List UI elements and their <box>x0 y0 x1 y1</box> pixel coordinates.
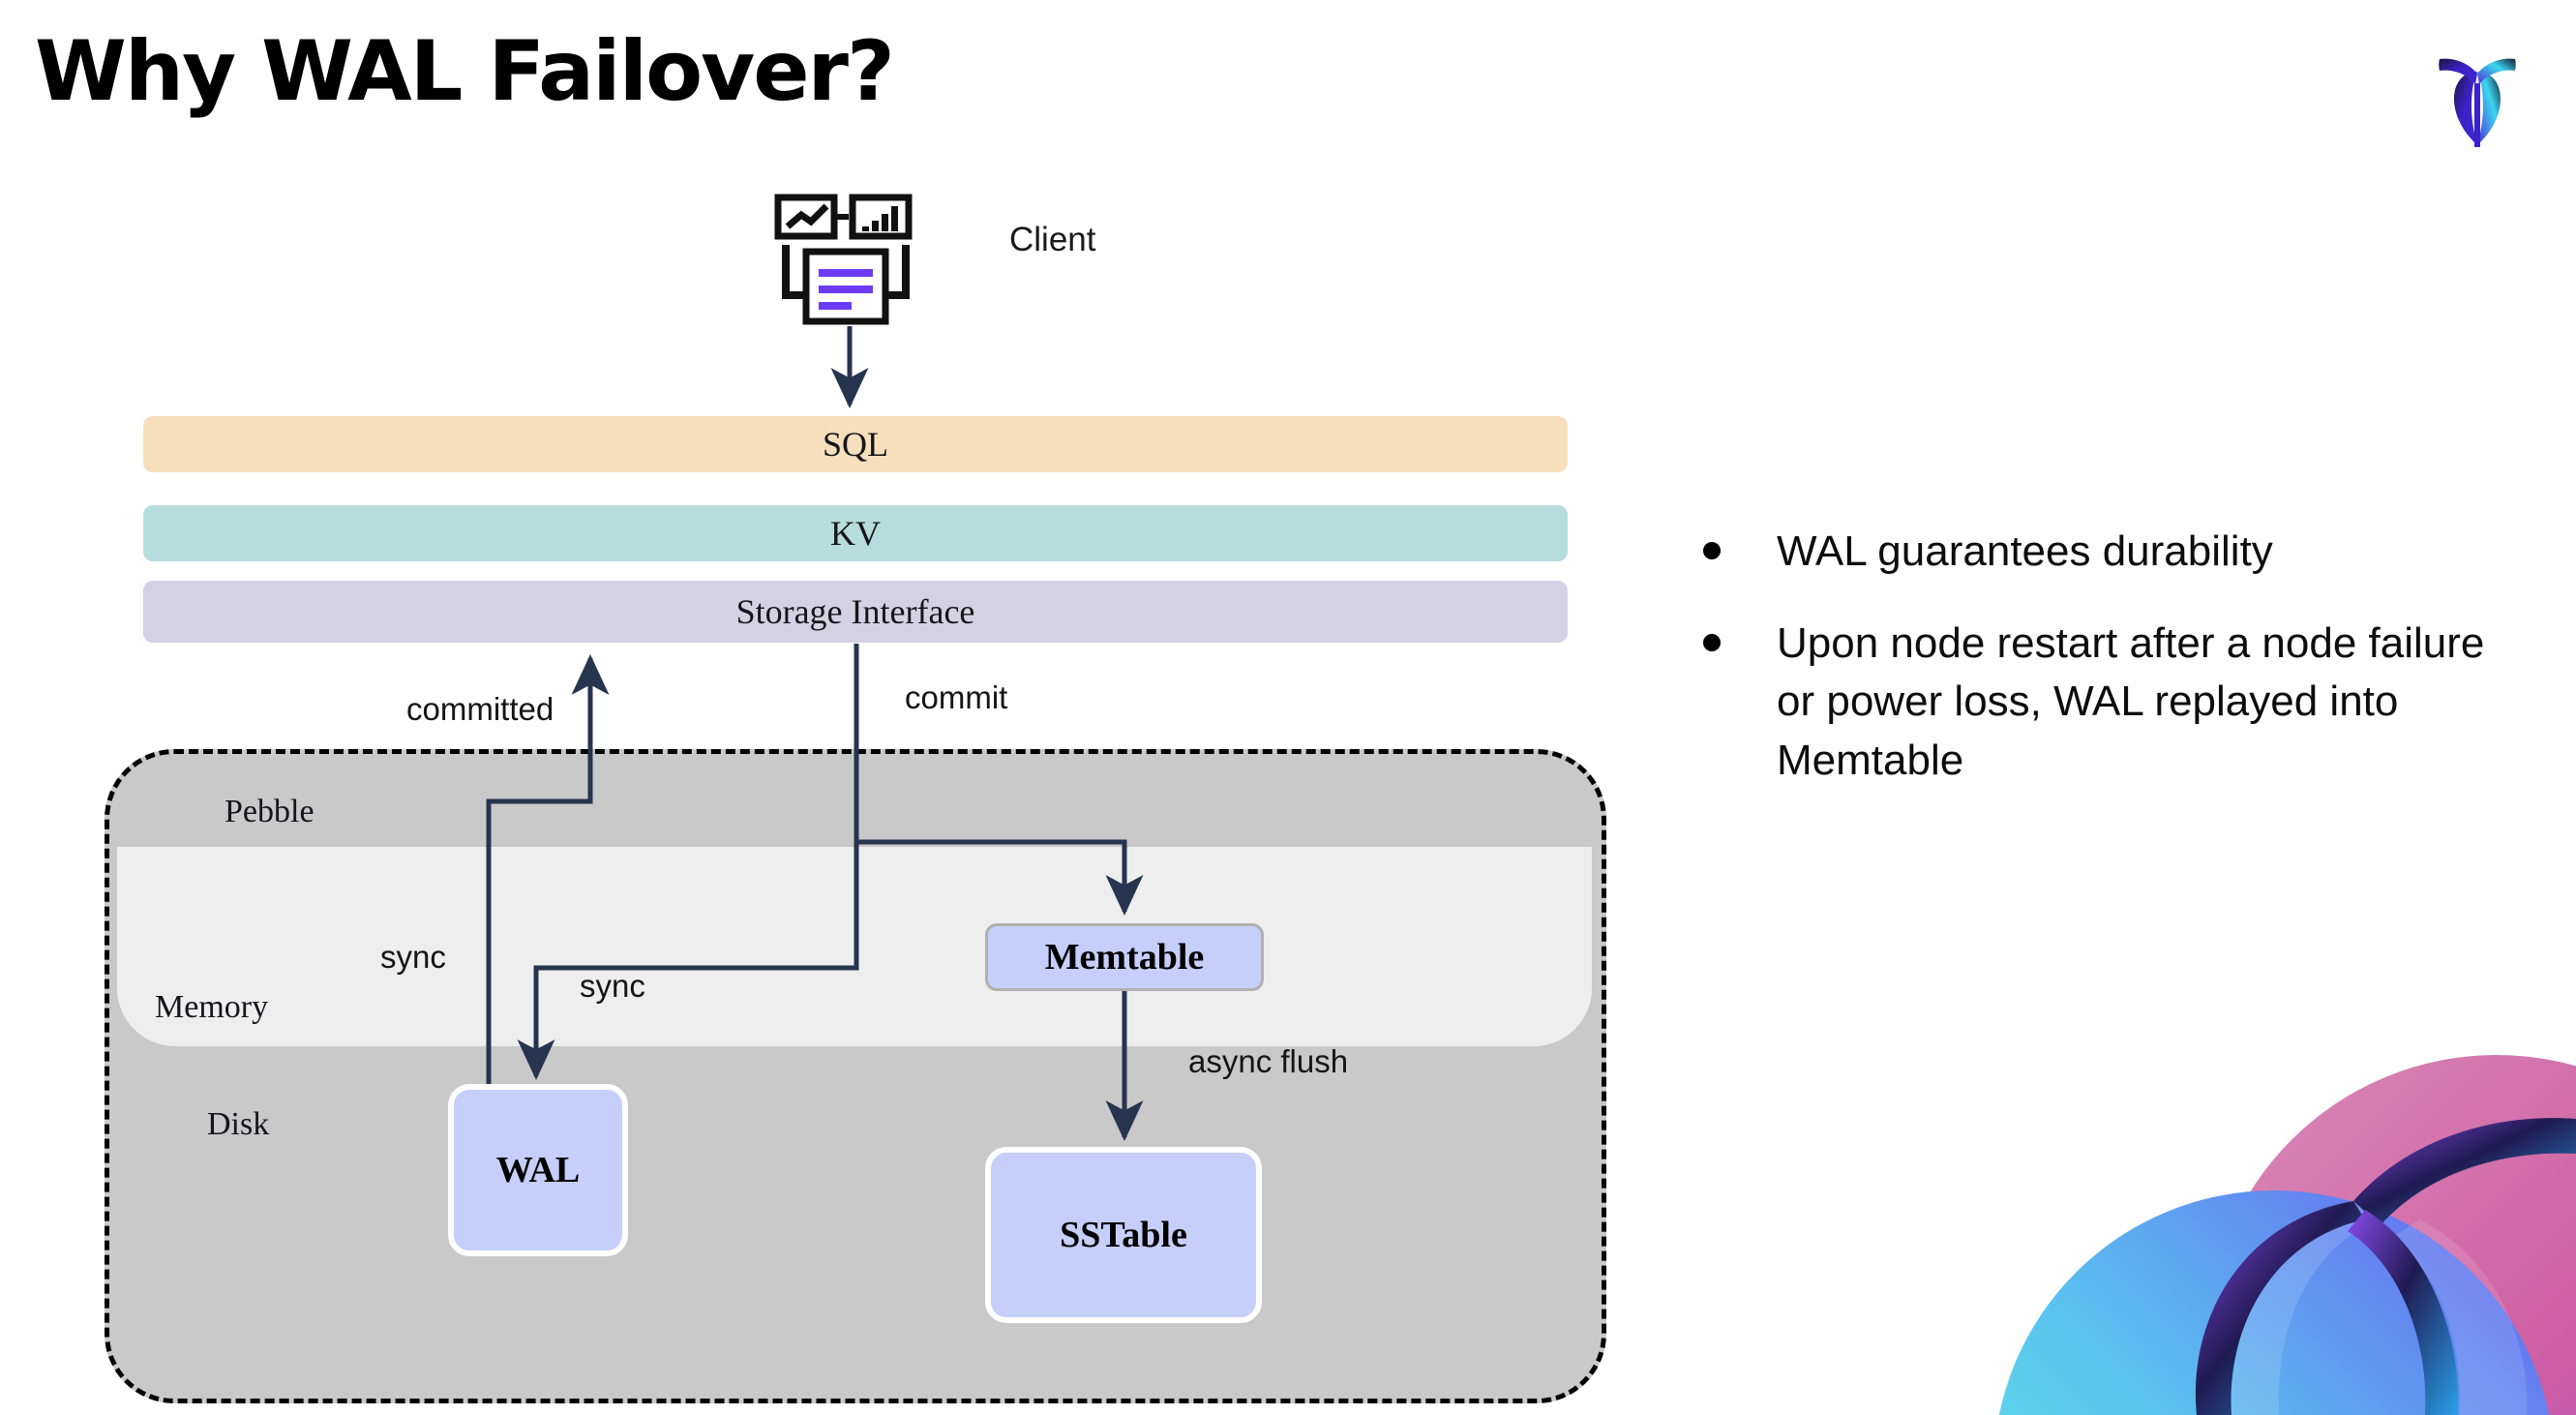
stack-layer-storage-interface[interactable]: Storage Interface <box>143 581 1568 643</box>
stack-layer-kv[interactable]: KV <box>143 505 1568 561</box>
list-item: WAL guarantees durability <box>1703 523 2506 582</box>
node-sstable[interactable]: SSTable <box>985 1147 1262 1323</box>
node-memtable-label: Memtable <box>1044 937 1205 978</box>
edge-label-committed: committed <box>406 691 554 727</box>
memory-band <box>117 847 1592 1046</box>
stack-layer-kv-label: KV <box>830 514 881 553</box>
bullet-text: WAL guarantees durability <box>1777 527 2273 575</box>
decorative-brand-graphic <box>1955 929 2576 1415</box>
list-item: Upon node restart after a node failure o… <box>1703 615 2506 791</box>
node-sstable-label: SSTable <box>1060 1215 1187 1255</box>
disk-label: Disk <box>207 1106 270 1142</box>
edge-label-sync-a: sync <box>380 939 446 975</box>
pebble-label: Pebble <box>225 794 315 829</box>
client-dashboard-icon <box>774 194 925 325</box>
pebble-container <box>105 749 1606 1403</box>
memory-label: Memory <box>155 989 269 1025</box>
page-title: Why WAL Failover? <box>35 23 895 120</box>
node-memtable[interactable]: Memtable <box>985 923 1264 991</box>
cockroachdb-logo-icon <box>2410 39 2545 174</box>
bullet-dot-icon <box>1703 542 1721 559</box>
bullet-list: WAL guarantees durability Upon node rest… <box>1703 523 2506 824</box>
node-wal-label: WAL <box>495 1150 581 1190</box>
edge-label-commit: commit <box>905 679 1008 715</box>
edge-label-sync-b: sync <box>580 968 645 1004</box>
edge-label-async-flush: async flush <box>1188 1043 1349 1079</box>
bullet-dot-icon <box>1703 633 1721 651</box>
stack-layer-sql[interactable]: SQL <box>143 416 1568 472</box>
bullet-text: Upon node restart after a node failure o… <box>1777 618 2485 785</box>
node-wal[interactable]: WAL <box>448 1084 628 1256</box>
stack-layer-sql-label: SQL <box>822 425 888 464</box>
client-label: Client <box>1009 221 1096 258</box>
stack-layer-storage-interface-label: Storage Interface <box>735 592 975 631</box>
